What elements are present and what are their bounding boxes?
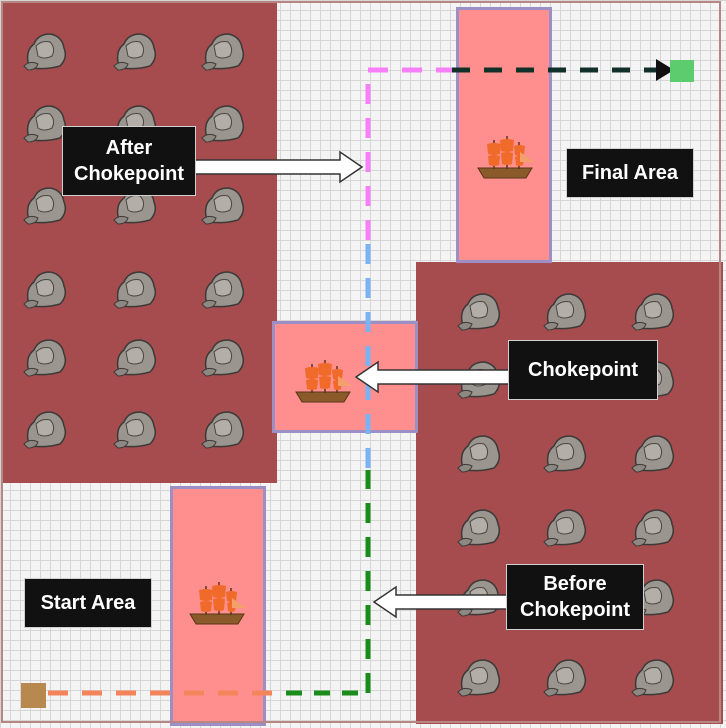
rock-icon bbox=[630, 428, 678, 476]
rock-icon bbox=[542, 502, 590, 550]
rock-zone-left bbox=[3, 3, 277, 483]
rock-icon bbox=[456, 652, 504, 700]
rock-icon bbox=[542, 428, 590, 476]
rock-icon bbox=[112, 180, 160, 228]
rock-icon bbox=[22, 180, 70, 228]
rock-icon bbox=[22, 264, 70, 312]
label-final-area: Final Area bbox=[566, 148, 694, 198]
rock-icon bbox=[200, 26, 248, 74]
label-chokepoint: Chokepoint bbox=[508, 340, 658, 400]
rock-icon bbox=[456, 286, 504, 334]
rock-icon bbox=[112, 332, 160, 380]
arrow-before-chokepoint-icon bbox=[372, 585, 509, 619]
rock-icon bbox=[542, 652, 590, 700]
rock-icon bbox=[22, 404, 70, 452]
lane-start bbox=[170, 486, 266, 726]
rock-icon bbox=[630, 286, 678, 334]
rock-icon bbox=[200, 98, 248, 146]
ship-icon-final bbox=[477, 136, 534, 179]
arrow-chokepoint-icon bbox=[354, 360, 513, 394]
rock-icon bbox=[112, 26, 160, 74]
ship-icon-chokepoint bbox=[295, 360, 352, 403]
rock-icon bbox=[200, 332, 248, 380]
rock-icon bbox=[200, 404, 248, 452]
rock-icon bbox=[112, 404, 160, 452]
rock-zone-right bbox=[416, 262, 723, 724]
rock-icon bbox=[112, 264, 160, 312]
label-before-chokepoint: Before Chokepoint bbox=[506, 564, 644, 630]
rock-icon bbox=[200, 180, 248, 228]
label-after-chokepoint: After Chokepoint bbox=[62, 126, 196, 196]
rock-icon bbox=[456, 502, 504, 550]
lane-final bbox=[456, 7, 552, 263]
rock-icon bbox=[22, 332, 70, 380]
rock-icon bbox=[456, 428, 504, 476]
rock-icon bbox=[630, 652, 678, 700]
rock-icon bbox=[200, 264, 248, 312]
arrow-after-chokepoint-icon bbox=[194, 150, 364, 184]
rock-icon bbox=[22, 98, 70, 146]
rock-icon bbox=[22, 26, 70, 74]
start-marker bbox=[21, 683, 46, 708]
label-start-area: Start Area bbox=[24, 578, 152, 628]
rock-icon bbox=[630, 502, 678, 550]
ship-icon-start bbox=[189, 582, 246, 625]
rock-icon bbox=[542, 286, 590, 334]
goal-marker bbox=[670, 60, 694, 82]
path-arrowhead-icon bbox=[656, 59, 674, 81]
